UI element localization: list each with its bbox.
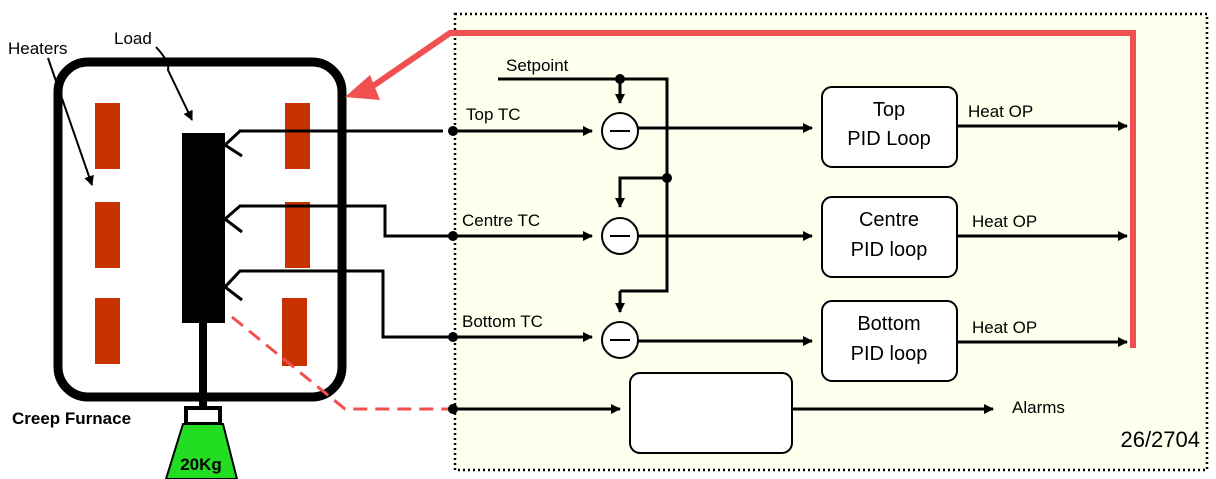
alarm-signal-dashed-line	[231, 315, 452, 411]
bottom-tc-wire	[222, 269, 453, 339]
weight-hanger	[184, 406, 222, 426]
heater-right-top	[285, 103, 310, 169]
setpoint-to-centre-summer	[615, 176, 667, 208]
load-label: Load	[114, 29, 152, 48]
top-loop: Top TC Top PID Loop Heat OP	[453, 86, 1128, 168]
heater-right-middle	[285, 202, 310, 268]
heat-output-feedback-line	[368, 30, 1136, 348]
heat-output-feedback-arrowhead	[345, 75, 380, 100]
heaters-label: Heaters	[8, 39, 68, 58]
bottom-heat-op-label: Heat OP	[972, 318, 1037, 337]
bottom-pid-subtitle: PID loop	[851, 343, 928, 365]
bottom-pid-title: Bottom	[857, 313, 920, 335]
top-tc-label: Top TC	[466, 105, 521, 124]
bottom-tc-label: Bottom TC	[462, 312, 543, 331]
bottom-loop: Bottom TC Bottom PID loop Heat OP	[453, 300, 1128, 382]
heater-left-middle	[95, 202, 120, 268]
centre-heat-op-label: Heat OP	[972, 212, 1037, 231]
top-tc-wire	[222, 129, 443, 158]
controller-id-label: 26/2704	[1120, 427, 1200, 452]
heater-left-bottom	[95, 298, 120, 364]
furnace-name-label: Creep Furnace	[12, 409, 131, 428]
centre-tc-wire	[222, 204, 453, 238]
load-specimen	[182, 133, 225, 323]
heater-left-top	[95, 103, 120, 169]
heater-right-bottom	[282, 298, 307, 366]
weight	[164, 423, 239, 479]
top-pid-title: Top	[873, 99, 905, 121]
centre-tc-label: Centre TC	[462, 211, 540, 230]
heaters-pointer	[47, 57, 94, 186]
centre-loop: Centre TC Centre PID loop Heat OP	[453, 196, 1128, 278]
heaters	[95, 103, 310, 366]
thermocouple-wires	[222, 129, 453, 339]
centre-pid-subtitle: PID loop	[851, 239, 928, 261]
centre-pid-title: Centre	[859, 209, 919, 231]
weight-label: 20Kg	[180, 455, 222, 474]
load-pointer	[155, 46, 193, 121]
top-pid-subtitle: PID Loop	[847, 128, 930, 150]
alarm-block	[629, 372, 793, 454]
setpoint-label: Setpoint	[506, 56, 569, 75]
alarms-label: Alarms	[1012, 398, 1065, 417]
setpoint-line	[498, 77, 669, 293]
top-heat-op-label: Heat OP	[968, 102, 1033, 121]
